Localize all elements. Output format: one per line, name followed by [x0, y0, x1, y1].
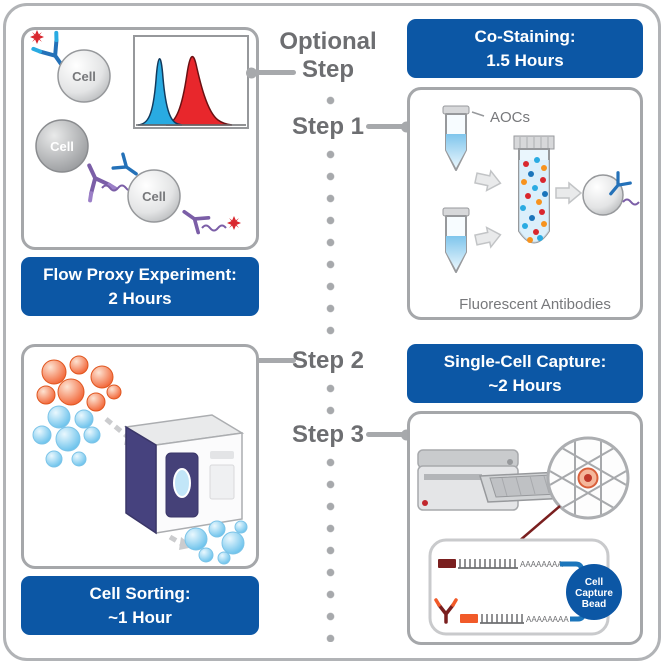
co-staining-banner-line1: Co-Staining: [474, 26, 576, 46]
step1-label: Step 1 [291, 113, 365, 140]
fluorescent-tube-icon [442, 207, 470, 273]
timeline-dots-3 [326, 384, 335, 424]
cell-sorting-banner-line1: Cell Sorting: [89, 583, 191, 603]
antibody-blue-icon [111, 152, 138, 176]
step1-connector [366, 124, 408, 129]
oligo-squiggle [201, 224, 227, 232]
single-cell-banner: Single-Cell Capture: ~2 Hours [407, 344, 643, 403]
fluorophore-star-icon [227, 216, 241, 230]
flow-proxy-banner-line1: Flow Proxy Experiment: [43, 264, 237, 284]
single-cell-banner-line1: Single-Cell Capture: [443, 351, 607, 371]
aoc-dye-dots [520, 157, 548, 243]
cell-sorting-panel [21, 344, 259, 569]
svg-text:Cell: Cell [72, 69, 96, 84]
optional-step-label: Optional Step [264, 28, 392, 84]
cell-capture-bead-icon: Cell Capture Bead [566, 564, 622, 620]
cell-1: Cell [57, 49, 111, 103]
antibody-blue-icon [31, 30, 66, 70]
honeycomb-magnifier-icon [546, 436, 630, 520]
timeline-dots-4 [326, 458, 335, 642]
poly-a-sequence: AAAAAAAA [526, 615, 569, 624]
aocs-label: AOCs [490, 109, 530, 126]
timeline-dots-2 [326, 150, 335, 340]
optional-step-connector [250, 70, 296, 75]
mixing-tube-icon [513, 135, 555, 244]
optional-step-line2: Step [301, 56, 354, 84]
co-staining-banner-line2: 1.5 Hours [486, 50, 564, 70]
aoc-tube-icon [442, 105, 470, 171]
antibody-oligo-strand: AAAAAAAA [434, 598, 587, 624]
capture-instrument-icon [417, 449, 570, 511]
arrow-icon [555, 182, 582, 204]
sorted-cell-cluster [184, 520, 248, 565]
svg-text:Capture: Capture [575, 588, 613, 599]
optional-step-line1: Optional [279, 28, 377, 55]
fluorescent-antibodies-label: Fluorescent Antibodies [459, 296, 611, 313]
timeline-dots-1 [326, 96, 335, 118]
fluorophore-star-icon [30, 30, 44, 44]
flow-proxy-banner-line2: 2 Hours [108, 288, 172, 308]
co-staining-banner: Co-Staining: 1.5 Hours [407, 19, 643, 78]
cell-sorting-illustration [32, 355, 248, 565]
single-cell-illustration: AAAAAAAA AAAAAAAA Cell Capture Bead [417, 436, 630, 636]
cell-sorting-banner-line2: ~1 Hour [108, 607, 172, 627]
cell-3: Cell [127, 169, 181, 223]
sorter-window [173, 468, 191, 498]
flow-proxy-panel: Cell Cell Cell [21, 27, 259, 250]
cell-sorter-machine-icon [123, 414, 245, 535]
step2-connector [250, 358, 296, 363]
flow-histogram-inset [133, 35, 249, 129]
arrow-icon [473, 167, 504, 194]
flow-proxy-illustration: Cell Cell Cell [30, 30, 249, 235]
step3-connector [366, 432, 408, 437]
co-staining-illustration: AOCs [442, 105, 640, 313]
arrow-icon [473, 224, 504, 251]
single-cell-banner-line2: ~2 Hours [488, 375, 562, 395]
stained-cell-icon [582, 171, 640, 216]
svg-text:Bead: Bead [582, 599, 606, 610]
step3-label: Step 3 [291, 421, 365, 448]
cell-sorting-banner: Cell Sorting: ~1 Hour [21, 576, 259, 635]
aocs-pointer-line [471, 111, 485, 117]
co-staining-panel: AOCs [407, 87, 643, 320]
poly-a-sequence: AAAAAAAA [520, 560, 563, 569]
cell-2: Cell [35, 119, 89, 173]
step2-label: Step 2 [291, 347, 365, 374]
flow-proxy-banner: Flow Proxy Experiment: 2 Hours [21, 257, 259, 316]
single-cell-panel: AAAAAAAA AAAAAAAA Cell Capture Bead [407, 411, 643, 645]
zoom-pointer-line [517, 505, 561, 543]
svg-text:Cell: Cell [142, 189, 166, 204]
antibody-purple-icon [87, 163, 118, 203]
svg-text:Cell: Cell [585, 577, 604, 588]
antibody-purple-icon [182, 209, 211, 235]
outer-frame [3, 3, 661, 661]
mixed-cell-cluster [32, 355, 122, 468]
svg-text:Cell: Cell [50, 139, 74, 154]
